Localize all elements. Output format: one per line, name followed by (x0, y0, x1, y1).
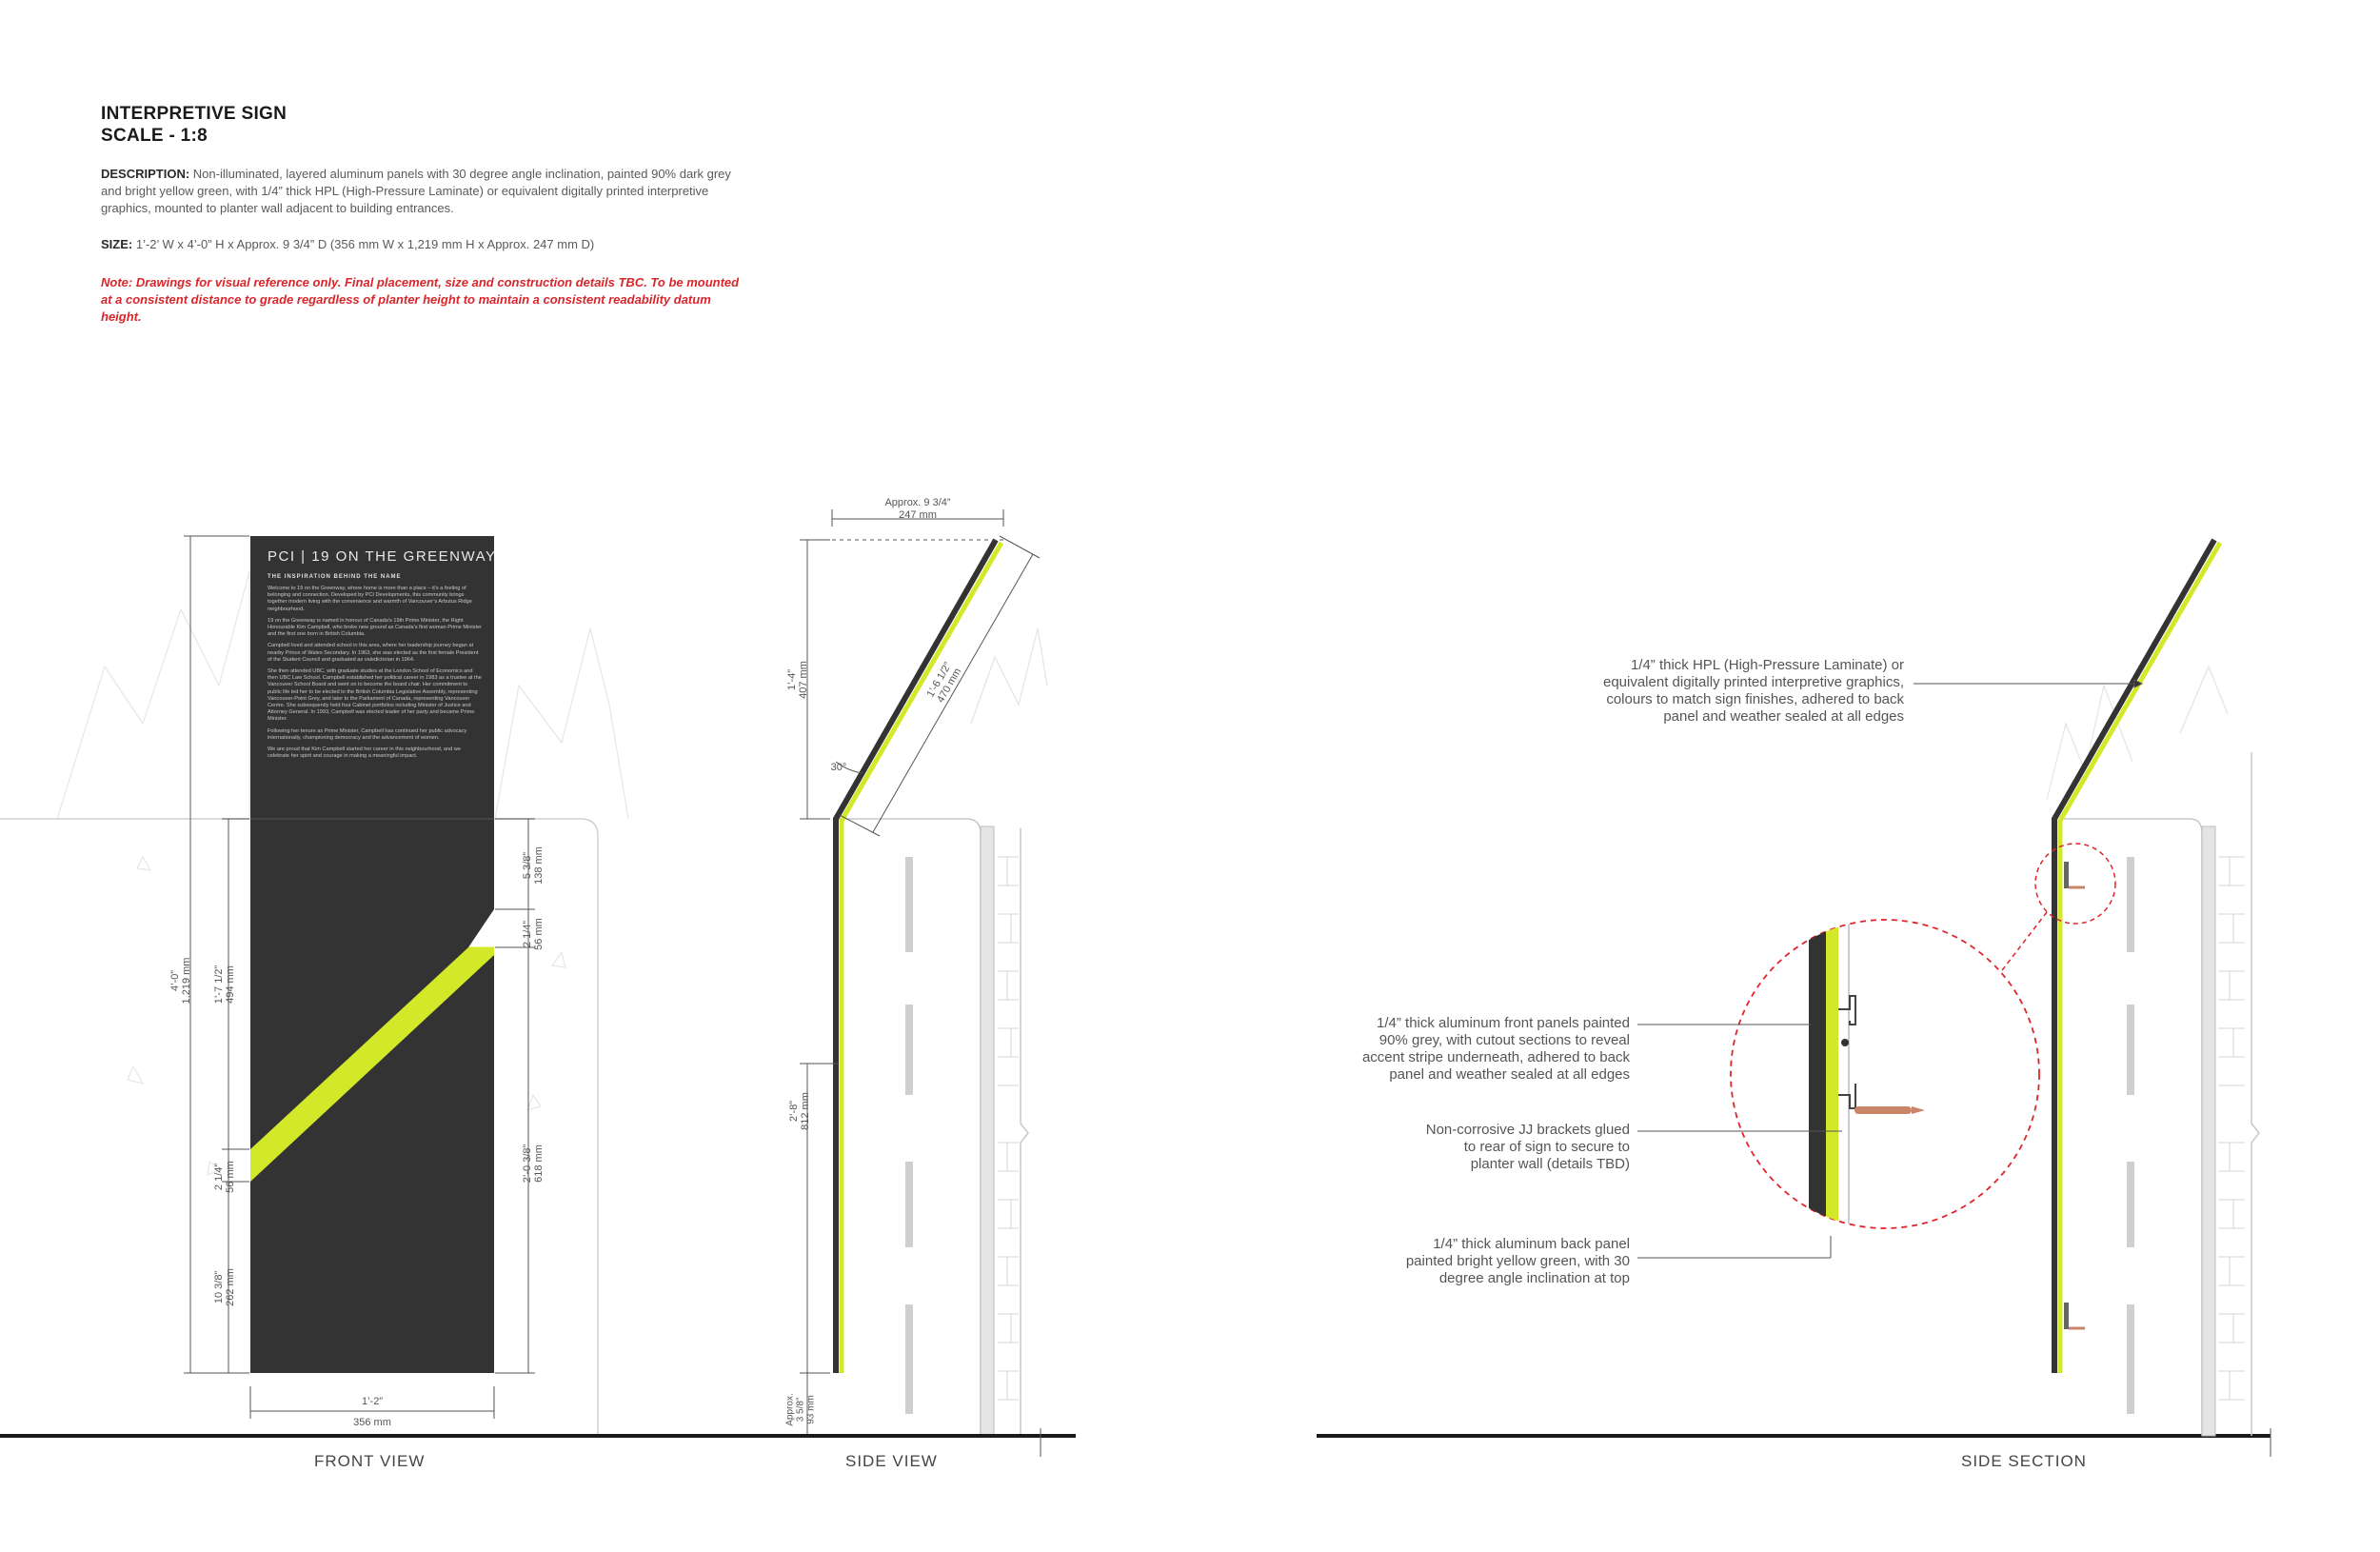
detail-leader (1960, 911, 2048, 1025)
size-spec: SIZE: 1’-2’ W x 4’-0” H x Approx. 9 3/4”… (101, 236, 748, 253)
dim-side-lower-height: 2’-8” 812 mm (788, 1092, 811, 1130)
side-sign-profile (833, 538, 1004, 1373)
dim-depth-mm: 247 mm (899, 509, 937, 521)
dim-bottom-height: 10 3/8” 262 mm (213, 1268, 236, 1306)
sign-paragraph: Welcome to 19 on the Greenway, where hom… (268, 586, 472, 612)
dim-depth: Approx. 9 3/4” (884, 497, 951, 508)
front-dimension-lines (184, 535, 535, 1419)
size-label: SIZE: (101, 237, 133, 251)
dim-side-top-height: 1’-4” 407 mm (786, 661, 809, 699)
background-planting (56, 570, 629, 1176)
dim-right-top: 5 3/8” 138 mm (522, 846, 545, 885)
dim-right-stripe: 2 1/4” 56 mm (522, 918, 545, 950)
callout-brackets: Non-corrosive JJ brackets glued to rear … (1247, 1122, 1630, 1173)
label-front-view: FRONT VIEW (314, 1452, 426, 1470)
side-planter-wall (836, 818, 1029, 1436)
side-wall-cap (980, 826, 995, 1437)
section-wall-cap (2201, 826, 2216, 1437)
label-side-section: SIDE SECTION (1961, 1452, 2087, 1470)
callout-back-panel-line: degree angle inclination at top (1438, 1270, 1630, 1286)
side-planting (970, 627, 1048, 725)
dim-angle: 30° (830, 762, 847, 773)
brick-pattern (998, 856, 1019, 1401)
detail-marker-circle (2034, 843, 2116, 925)
callout-hpl: 1/4” thick HPL (High-Pressure Laminate) … (1485, 657, 1904, 726)
callout-front-panels-line: 90% grey, with cutout sections to reveal (1378, 1032, 1630, 1048)
callout-brackets-line: planter wall (details TBD) (1470, 1156, 1630, 1172)
sign-paragraph: Following her tenure as Prime Minister, … (268, 727, 467, 741)
sheet-header: INTERPRETIVE SIGN SCALE - 1:8 DESCRIPTIO… (101, 103, 748, 338)
label-side-view: SIDE VIEW (845, 1452, 938, 1470)
side-section (1637, 538, 2260, 1437)
section-planter-wall (2064, 752, 2260, 1436)
detail-enlargement (1730, 919, 2040, 1229)
callout-front-panels-line: panel and weather sealed at all edges (1389, 1066, 1630, 1083)
sheet-scale: SCALE - 1:8 (101, 126, 208, 146)
side-dimension-lines (800, 509, 1041, 1437)
sign-paragraph: Campbell lived and attended school in th… (268, 643, 479, 663)
dim-width-mm: 356 mm (353, 1417, 391, 1428)
section-sign-profile (2052, 538, 2223, 1373)
section-brick-pattern (2218, 856, 2245, 1401)
sign-paragraph: 19 on the Greenway is named in honour of… (268, 617, 482, 638)
size-text: 1’-2’ W x 4’-0” H x Approx. 9 3/4” D (35… (135, 237, 595, 251)
dim-upper-height: 1’-7 1/2” 494 mm (213, 965, 236, 1005)
callout-back-panel-line: painted bright yellow green, with 30 (1405, 1253, 1630, 1269)
dim-width: 1’-2” (361, 1396, 383, 1407)
dim-overall-height: 4’-0” 1,219 mm (169, 957, 192, 1005)
sign-body: Welcome to 19 on the Greenway, where hom… (268, 586, 482, 765)
description: DESCRIPTION: Non-illuminated, layered al… (101, 166, 748, 217)
sign-subheading: THE INSPIRATION BEHIND THE NAME (268, 574, 402, 580)
description-text: Non-illuminated, layered aluminum panels… (101, 167, 731, 215)
sheet-title: INTERPRETIVE SIGN (101, 104, 288, 124)
callout-brackets-line: Non-corrosive JJ brackets glued (1425, 1122, 1630, 1138)
callout-front-panels: 1/4” thick aluminum front panels painted… (1247, 1015, 1630, 1084)
notch-cutout (468, 909, 494, 947)
note: Note: Drawings for visual reference only… (101, 275, 740, 324)
planter-wall (0, 818, 599, 1436)
sign-heading: PCI | 19 ON THE GREENWAY (268, 548, 497, 565)
front-sign-panel (250, 536, 494, 1373)
dim-right-lower: 2’-0 3/8” 618 mm (522, 1144, 545, 1184)
description-label: DESCRIPTION: (101, 167, 190, 181)
callout-brackets-line: to rear of sign to secure to (1463, 1139, 1630, 1155)
callout-hpl-line: equivalent digitally printed interpretiv… (1602, 674, 1904, 690)
callout-front-panels-line: accent stripe underneath, adhered to bac… (1361, 1049, 1630, 1065)
callout-hpl-line: 1/4” thick HPL (High-Pressure Laminate) … (1630, 657, 1904, 673)
callout-hpl-line: colours to match sign finishes, adhered … (1606, 691, 1904, 707)
callout-hpl-line: panel and weather sealed at all edges (1663, 708, 1904, 725)
callout-leaders (1637, 679, 2144, 1259)
callout-back-panel-line: 1/4” thick aluminum back panel (1433, 1236, 1630, 1252)
side-view (800, 509, 1048, 1437)
section-brackets (2064, 862, 2085, 1330)
sign-paragraph: We are proud that Kim Campbell started h… (268, 746, 461, 760)
dim-side-bottom: Approx. 3 5/8” 93 mm (784, 1393, 817, 1426)
front-view (0, 535, 629, 1436)
callout-back-panel: 1/4” thick aluminum back panel painted b… (1247, 1236, 1630, 1287)
sign-paragraph: She then attended UBC, with graduate stu… (268, 668, 482, 723)
callout-front-panels-line: 1/4” thick aluminum front panels painted (1377, 1015, 1630, 1031)
accent-stripe (250, 947, 494, 1182)
dim-stripe-height: 2 1/4” 56 mm (213, 1161, 236, 1193)
